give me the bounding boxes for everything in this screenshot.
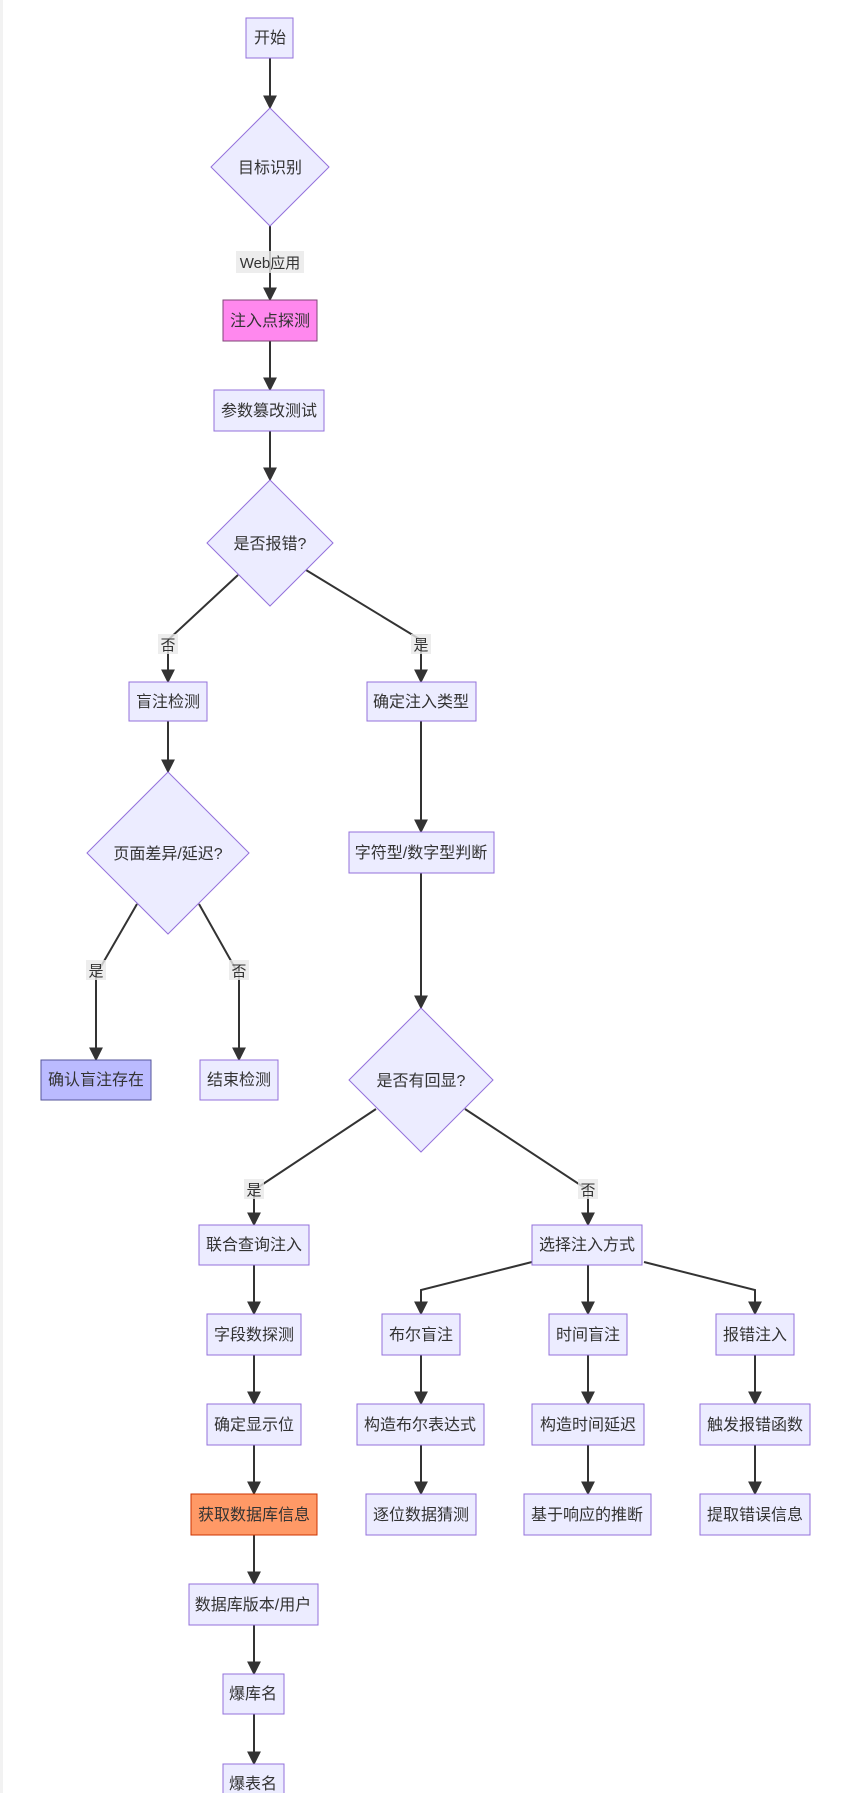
node-blind-detect (128, 681, 208, 722)
edge-label-yes-1: 是 (413, 637, 428, 654)
edge-error-yes (305, 569, 428, 684)
edge-echo-no (464, 1108, 595, 1227)
node-display-pos-label: 确定显示位 (214, 1416, 294, 1434)
node-dump-db (222, 1673, 285, 1715)
node-db-version (188, 1583, 319, 1626)
node-time-delay (531, 1403, 645, 1446)
node-choose-method-label: 选择注入方式 (539, 1236, 635, 1254)
node-has-error (206, 479, 334, 607)
node-has-echo (348, 1007, 494, 1153)
node-db-info (190, 1493, 318, 1536)
node-end-detect (199, 1059, 279, 1101)
node-start (245, 17, 294, 59)
node-bool-blind (381, 1313, 461, 1356)
node-target (210, 107, 330, 227)
node-start-label: 开始 (254, 29, 286, 47)
node-time-blind-label: 时间盲注 (556, 1326, 620, 1344)
node-has-error-label: 是否报错? (234, 535, 307, 553)
edge-label-no-2: 否 (231, 963, 246, 980)
node-resp-infer (523, 1493, 652, 1536)
edge-choose-error (643, 1261, 762, 1316)
node-confirm-type-label: 确定注入类型 (373, 693, 469, 711)
page-left-border (0, 0, 3, 1793)
node-bit-guess (365, 1493, 477, 1536)
node-has-echo-label: 是否有回显? (377, 1072, 466, 1090)
edge-label-yes-3: 是 (246, 1182, 261, 1199)
node-bool-expr-label: 构造布尔表达式 (364, 1416, 476, 1434)
node-confirm-type (366, 681, 477, 722)
node-error-inject (715, 1313, 795, 1356)
node-inject-probe (222, 299, 318, 342)
edge-labels: Web应用 否 是 是 否 是 否 (86, 251, 598, 1199)
node-blind-exists-label: 确认盲注存在 (48, 1071, 144, 1089)
node-target-label: 目标识别 (238, 159, 302, 177)
node-field-count-label: 字段数探测 (214, 1326, 294, 1344)
node-db-version-label: 数据库版本/用户 (195, 1596, 311, 1614)
node-bool-blind-label: 布尔盲注 (389, 1326, 453, 1344)
node-bool-expr (356, 1403, 485, 1446)
node-union-label: 联合查询注入 (206, 1236, 302, 1254)
edge-label-no-3: 否 (580, 1182, 595, 1199)
node-time-delay-label: 构造时间延迟 (540, 1416, 636, 1434)
node-param-tamper-label: 参数篡改测试 (221, 401, 317, 420)
node-param-tamper (213, 389, 325, 432)
node-dump-table-label: 爆表名 (229, 1774, 277, 1793)
node-blind-detect-label: 盲注检测 (136, 693, 200, 711)
edge-label-no-1: 否 (160, 637, 175, 654)
edge-error-no (161, 574, 239, 684)
edge-label-web-app: Web应用 (240, 254, 301, 272)
node-time-blind (548, 1313, 628, 1356)
edge-page-yes (89, 903, 138, 1062)
node-union (198, 1224, 310, 1266)
node-blind-exists (40, 1059, 152, 1101)
node-field-count (206, 1313, 302, 1356)
node-end-detect-label: 结束检测 (207, 1071, 271, 1089)
edge-label-yes-2: 是 (88, 963, 103, 980)
node-extract-err-label: 提取错误信息 (707, 1506, 803, 1524)
node-choose-method (531, 1224, 643, 1266)
node-trigger-err (699, 1403, 811, 1446)
node-resp-infer-label: 基于响应的推断 (531, 1505, 643, 1524)
node-dump-db-label: 爆库名 (229, 1684, 277, 1703)
node-bit-guess-label: 逐位数据猜测 (373, 1506, 469, 1524)
node-str-num-label: 字符型/数字型判断 (355, 844, 487, 862)
node-page-diff (86, 771, 250, 935)
node-page-diff-label: 页面差异/延迟? (113, 845, 222, 863)
node-display-pos (206, 1403, 302, 1446)
node-trigger-err-label: 触发报错函数 (707, 1416, 803, 1434)
node-str-num (348, 831, 495, 874)
edge-echo-yes (247, 1108, 377, 1227)
node-error-inject-label: 报错注入 (723, 1326, 787, 1344)
edge-choose-bool (414, 1261, 533, 1316)
nodes: 开始 目标识别 注入点探测 参数篡改测试 是否报错? 盲注检测 确定注入类型 页… (40, 17, 811, 1793)
edge-page-no (198, 903, 246, 1062)
node-db-info-label: 获取数据库信息 (198, 1506, 310, 1524)
node-extract-err (699, 1493, 811, 1536)
node-dump-table (222, 1763, 285, 1793)
node-inject-probe-label: 注入点探测 (230, 312, 310, 330)
